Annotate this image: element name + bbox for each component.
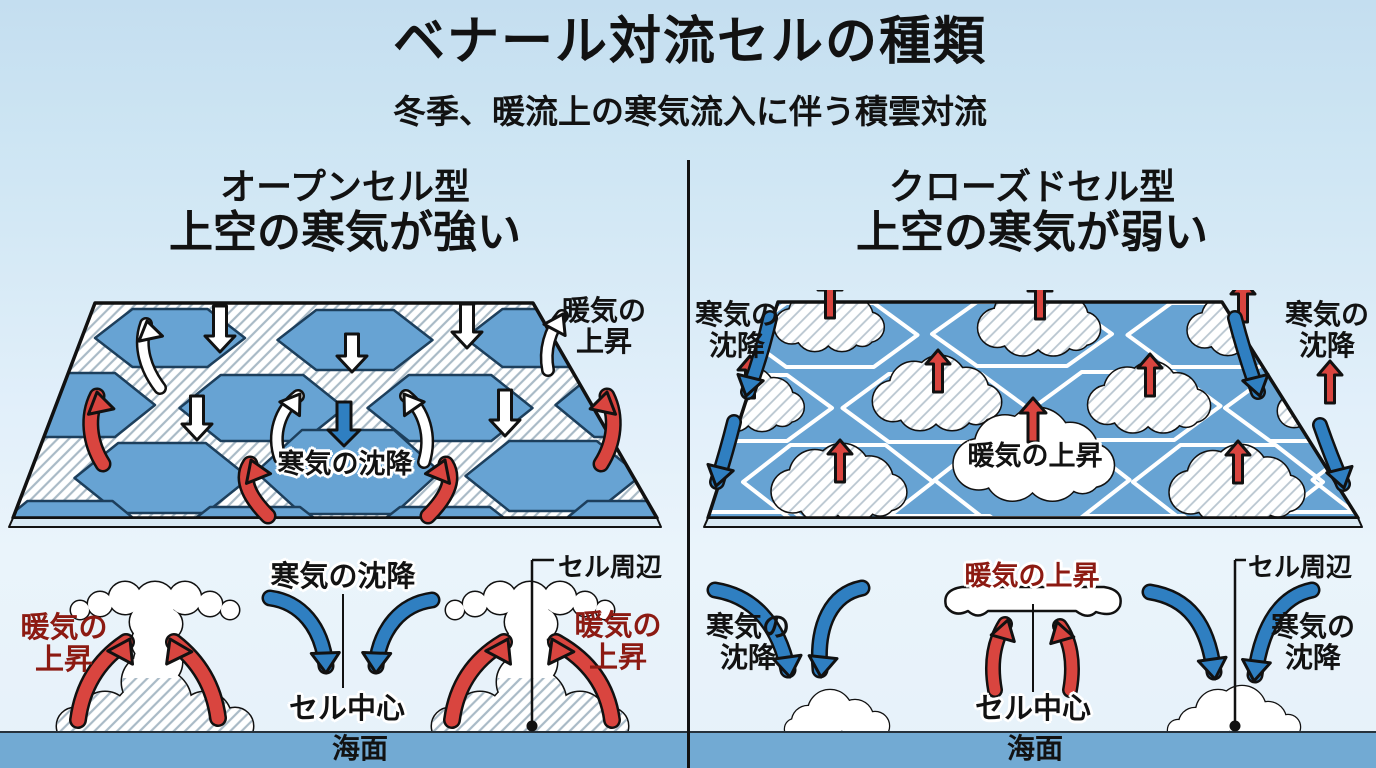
open-cell-top-view: [8, 301, 662, 528]
cold-sink-line1: 寒気の: [705, 611, 791, 642]
warm-rise-line1: 暖気の: [561, 295, 647, 326]
warm-rise-line1: 暖気の: [20, 612, 108, 644]
diagram-subtitle: 冬季、暖流上の寒気流入に伴う積雲対流: [393, 93, 987, 130]
open-cs-sea-label: 海面: [331, 733, 389, 764]
cold-sink-line2: 沈降: [719, 641, 777, 673]
cold-sink-line2: 沈降: [1284, 641, 1342, 673]
open-cell-condition-heading: 上空の寒気が強い: [169, 208, 521, 257]
closed-cell-condition-heading: 上空の寒気が弱い: [856, 208, 1208, 257]
closed-cell-type-heading: クローズドセル型: [888, 166, 1176, 207]
warm-rise-line2: 上昇: [575, 325, 633, 357]
warm-rise-line1: 暖気の: [574, 610, 662, 642]
cold-sink-line1: 寒気の: [694, 299, 780, 330]
closed-cs-cold-sink-left-label: 寒気の 沈降: [705, 611, 791, 674]
open-cell-type-heading: オープンセル型: [220, 166, 470, 207]
open-cs-warm-rise-right-label: 暖気の 上昇: [574, 610, 662, 675]
open-cs-warm-rise-left-label: 暖気の 上昇: [20, 612, 108, 677]
closed-cs-cell-center-label: セル中心: [974, 693, 1092, 725]
cold-sink-line1: 寒気の: [1284, 299, 1370, 330]
open-topview-warm-rise-label: 暖気の 上昇: [561, 295, 647, 358]
open-cs-cell-center-label: セル中心: [288, 693, 406, 725]
panel-divider: [687, 160, 690, 768]
warm-rise-line2: 上昇: [34, 643, 94, 676]
closed-topview-cold-sink-left-label: 寒気の 沈降: [694, 299, 780, 362]
cold-sink-line2: 沈降: [1298, 329, 1356, 361]
closed-cs-cold-sink-right-label: 寒気の 沈降: [1270, 611, 1356, 674]
warm-rise-line2: 上昇: [588, 641, 648, 674]
diagram-title: ベナール対流セルの種類: [392, 13, 988, 71]
open-cell-cross-section: [55, 558, 630, 732]
closed-cs-cell-periphery-label: セル周辺: [1248, 552, 1353, 582]
closed-cell-cross-section: [706, 558, 1321, 732]
closed-topview-cold-sink-right-label: 寒気の 沈降: [1284, 299, 1370, 362]
cold-sink-line2: 沈降: [708, 329, 766, 361]
closed-cell-top-view: [703, 290, 1363, 528]
closed-cs-warm-rise-label: 暖気の上昇: [964, 561, 1100, 591]
open-topview-cold-sink-label: 寒気の沈降: [277, 449, 413, 479]
closed-topview-warm-rise-label: 暖気の上昇: [967, 441, 1103, 471]
closed-cs-sea-label: 海面: [1006, 733, 1064, 764]
open-cs-cell-periphery-label: セル周辺: [558, 552, 663, 582]
cold-sink-line1: 寒気の: [1270, 611, 1356, 642]
open-cs-cold-sink-label: 寒気の沈降: [270, 561, 416, 593]
